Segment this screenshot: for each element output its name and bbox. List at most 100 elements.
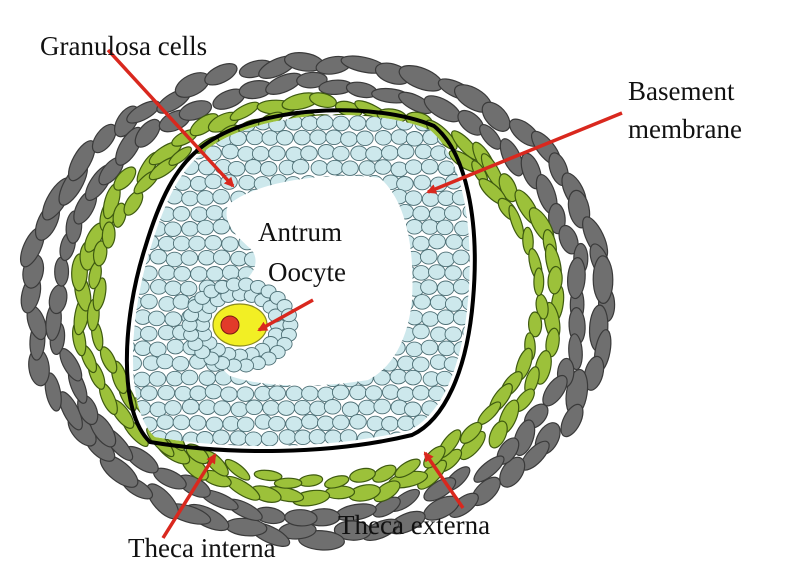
granulosa-cell xyxy=(381,145,399,161)
granulosa-cell xyxy=(188,235,206,252)
granulosa-cell xyxy=(236,386,255,402)
granulosa-cell xyxy=(444,265,462,281)
basement-label-line1: Basement xyxy=(628,76,735,106)
theca-externa-arrow xyxy=(423,451,465,509)
theca-interna-cell xyxy=(417,459,448,490)
theca-externa-cell xyxy=(91,123,117,154)
granulosa-cell xyxy=(230,401,249,418)
granulosa-cell xyxy=(435,370,454,387)
granulosa-cell xyxy=(381,416,399,432)
granulosa-cell xyxy=(437,309,455,325)
granulosa-cell xyxy=(188,415,207,431)
granulosa-cell xyxy=(285,385,304,402)
granulosa-cell xyxy=(452,309,470,326)
theca-externa-label: Theca externa xyxy=(338,510,490,540)
theca-externa-cell xyxy=(473,455,505,483)
granulosa-cell xyxy=(220,386,238,402)
granulosa-cell xyxy=(412,323,430,340)
granulosa-cell xyxy=(300,145,318,162)
granulosa-cell xyxy=(444,296,463,312)
theca-externa-cell xyxy=(560,403,584,438)
granulosa-cell xyxy=(156,414,174,430)
granulosa-cell xyxy=(404,190,423,206)
granulosa-cell xyxy=(397,447,414,462)
theca-externa-cell xyxy=(296,71,328,89)
granulosa-cell xyxy=(196,190,215,206)
granulosa-cell xyxy=(452,278,470,295)
theca-interna-cell xyxy=(168,146,192,166)
granulosa-cell xyxy=(172,206,191,222)
granulosa-cell xyxy=(397,355,415,372)
granulosa-cell xyxy=(157,384,176,401)
granulosa-cell xyxy=(461,235,470,252)
granulosa-cell xyxy=(132,233,145,250)
granulosa-cell xyxy=(172,294,191,310)
granulosa-cell xyxy=(238,174,256,191)
granulosa-cell xyxy=(140,416,158,433)
granulosa-cell xyxy=(404,401,422,418)
granulosa-cells-label: Granulosa cells xyxy=(40,31,207,61)
granulosa-cell xyxy=(244,431,263,447)
granulosa-cell xyxy=(405,131,424,147)
theca-interna-cell xyxy=(508,204,525,240)
granulosa-cell xyxy=(204,383,223,400)
theca-interna-cell xyxy=(224,458,251,481)
granulosa-cell xyxy=(164,311,183,327)
granulosa-cell xyxy=(308,429,327,445)
theca-interna-cell xyxy=(113,166,137,191)
granulosa-cell xyxy=(390,161,409,178)
granulosa-cell xyxy=(222,444,240,447)
granulosa-cell xyxy=(444,205,462,221)
granulosa-cell xyxy=(340,131,358,147)
granulosa-cell xyxy=(140,325,158,342)
theca-interna-cell xyxy=(373,480,401,503)
granulosa-cell xyxy=(171,355,190,372)
granulosa-cell xyxy=(396,143,415,160)
granulosa-cell xyxy=(460,384,470,400)
granulosa-cell xyxy=(140,385,158,401)
theca-interna-cell xyxy=(253,469,283,482)
pointer-arrows xyxy=(106,48,623,539)
granulosa-cell xyxy=(412,385,430,401)
granulosa-cell xyxy=(236,416,255,433)
theca-interna-cell xyxy=(273,477,303,489)
granulosa-cell xyxy=(109,296,126,311)
theca-externa-cell xyxy=(566,257,586,300)
granulosa-cell xyxy=(374,159,392,175)
granulosa-cell xyxy=(237,445,256,447)
granulosa-cell xyxy=(213,400,231,416)
theca-interna-cell xyxy=(533,267,545,297)
granulosa-cell xyxy=(204,173,223,190)
granulosa-cell xyxy=(173,175,192,191)
granulosa-cell xyxy=(132,278,134,295)
granulosa-cell xyxy=(181,190,199,207)
granulosa-cell xyxy=(179,280,198,297)
granulosa-cell xyxy=(470,341,487,356)
granulosa-cell xyxy=(110,325,127,340)
granulosa-cell xyxy=(212,249,231,266)
granulosa-cell xyxy=(364,385,383,401)
theca-externa-cell xyxy=(54,256,70,287)
granulosa-cell xyxy=(134,340,152,356)
granulosa-cell xyxy=(140,293,158,310)
granulosa-cell xyxy=(348,115,367,131)
granulosa-cell xyxy=(149,248,168,265)
granulosa-cell xyxy=(324,429,342,446)
granulosa-cell xyxy=(428,385,446,402)
granulosa-cell xyxy=(421,191,440,207)
granulosa-cell xyxy=(421,311,439,327)
granulosa-cell xyxy=(350,145,368,162)
granulosa-cell xyxy=(181,221,199,237)
granulosa-cell xyxy=(222,264,240,281)
theca-interna-arrow xyxy=(161,453,217,539)
granulosa-cell xyxy=(212,218,231,235)
granulosa-cell xyxy=(180,250,199,266)
granulosa-cell xyxy=(253,445,271,447)
granulosa-cell xyxy=(405,219,424,235)
cumulus-oophorus xyxy=(181,277,299,373)
granulosa-cell xyxy=(421,219,439,235)
granulosa-cell xyxy=(331,384,350,401)
theca-interna-cell xyxy=(189,113,219,137)
granulosa-cell xyxy=(412,356,430,373)
granulosa-cell xyxy=(205,416,224,433)
